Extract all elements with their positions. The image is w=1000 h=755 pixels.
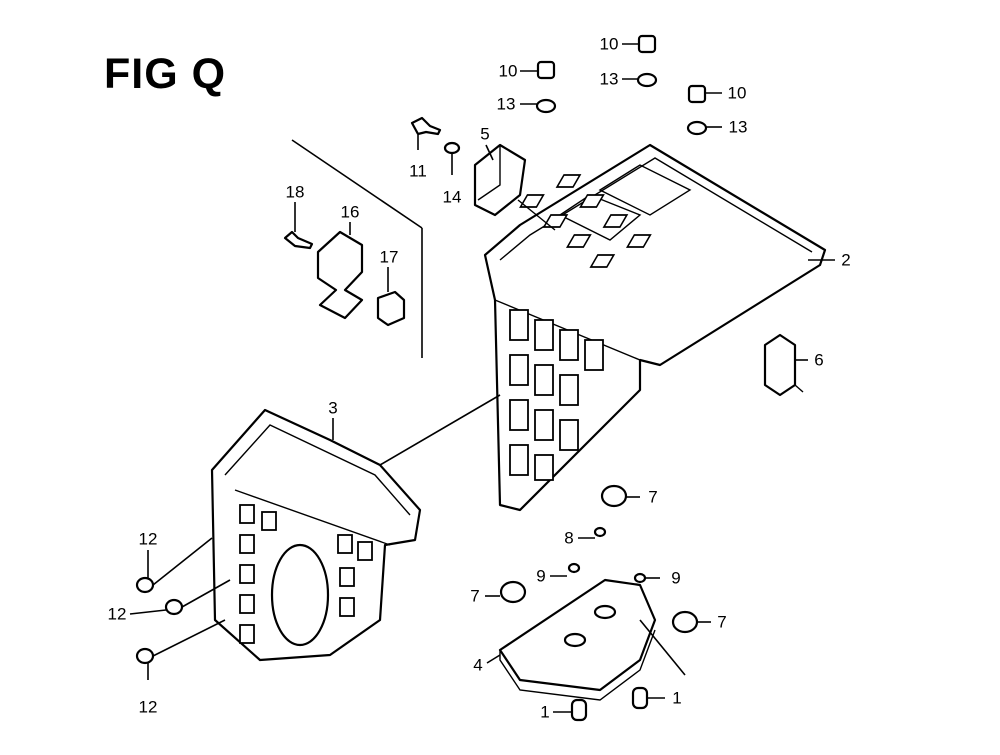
plate-side-grid <box>509 309 604 481</box>
callout-7: 7 <box>470 586 480 606</box>
part-6-small-plate <box>763 333 804 397</box>
callout-10: 10 <box>599 34 619 54</box>
callout-9: 9 <box>536 566 546 586</box>
callout-17: 17 <box>379 247 399 267</box>
callout-1: 1 <box>540 702 550 722</box>
callout-13: 13 <box>599 69 619 89</box>
callout-14: 14 <box>442 187 462 207</box>
fasteners <box>135 34 708 722</box>
callout-2: 2 <box>841 250 851 270</box>
callout-5: 5 <box>480 124 490 144</box>
part-5-clip <box>473 143 556 231</box>
callout-13: 13 <box>496 94 516 114</box>
callout-11: 11 <box>409 161 427 181</box>
part-4-base-plate <box>498 578 657 701</box>
callout-8: 8 <box>564 528 574 548</box>
part-17-plug <box>376 290 406 327</box>
group-bracket-lines <box>291 139 423 358</box>
callout-13: 13 <box>728 117 748 137</box>
callout-1: 1 <box>672 688 682 708</box>
plate-top-grid <box>519 174 652 268</box>
callout-12: 12 <box>138 529 158 549</box>
callout-12: 12 <box>138 697 158 717</box>
housing-grid <box>239 504 373 644</box>
callout-12: 12 <box>107 604 127 624</box>
figure-title: FIG Q <box>104 50 227 98</box>
callout-10: 10 <box>727 83 747 103</box>
callout-7: 7 <box>648 487 658 507</box>
part-2-ribbed-plate <box>483 143 827 512</box>
part-3-ribbed-housing <box>210 408 422 662</box>
leader-lines <box>129 43 835 713</box>
callout-4: 4 <box>473 655 483 675</box>
callout-6: 6 <box>814 350 824 370</box>
callout-7: 7 <box>717 612 727 632</box>
callout-10: 10 <box>498 61 518 81</box>
part-16-bracket <box>316 230 364 320</box>
callout-3: 3 <box>328 398 338 418</box>
callout-16: 16 <box>340 202 360 222</box>
callout-9: 9 <box>671 568 681 588</box>
callout-18: 18 <box>285 182 305 202</box>
